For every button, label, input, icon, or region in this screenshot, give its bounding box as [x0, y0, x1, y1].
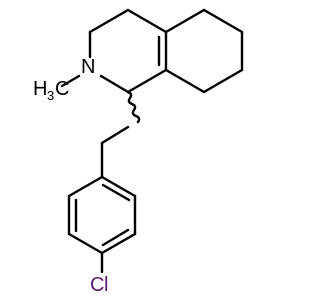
molecule-structure: N H 3 C C l [33, 8, 244, 296]
aromatic-double-bond [101, 183, 131, 202]
n-methyl-bond [60, 74, 81, 88]
bond [126, 8, 168, 34]
bond [126, 68, 168, 94]
wavy-bond [126, 90, 141, 124]
chlorine-label-l: l [104, 274, 108, 296]
bond [100, 232, 137, 255]
methyl-label-c: C [55, 78, 69, 100]
bond [99, 74, 130, 94]
bond [100, 125, 130, 145]
methyl-label-h: H [33, 78, 47, 100]
benzene-ring [67, 175, 137, 255]
bond [164, 68, 206, 94]
cyclohexane-ring [164, 8, 244, 94]
bond [202, 68, 244, 94]
piperidine-ring [88, 8, 168, 94]
bond [202, 8, 244, 34]
bond [67, 175, 104, 198]
chlorine-label-c: C [90, 274, 104, 296]
bond [100, 175, 137, 198]
nitrogen-label: N [81, 56, 95, 78]
methyl-label-subscript: 3 [47, 88, 54, 103]
bond [164, 8, 206, 34]
bond [88, 8, 130, 34]
bond [67, 232, 104, 255]
aromatic-double-bond [101, 228, 130, 247]
